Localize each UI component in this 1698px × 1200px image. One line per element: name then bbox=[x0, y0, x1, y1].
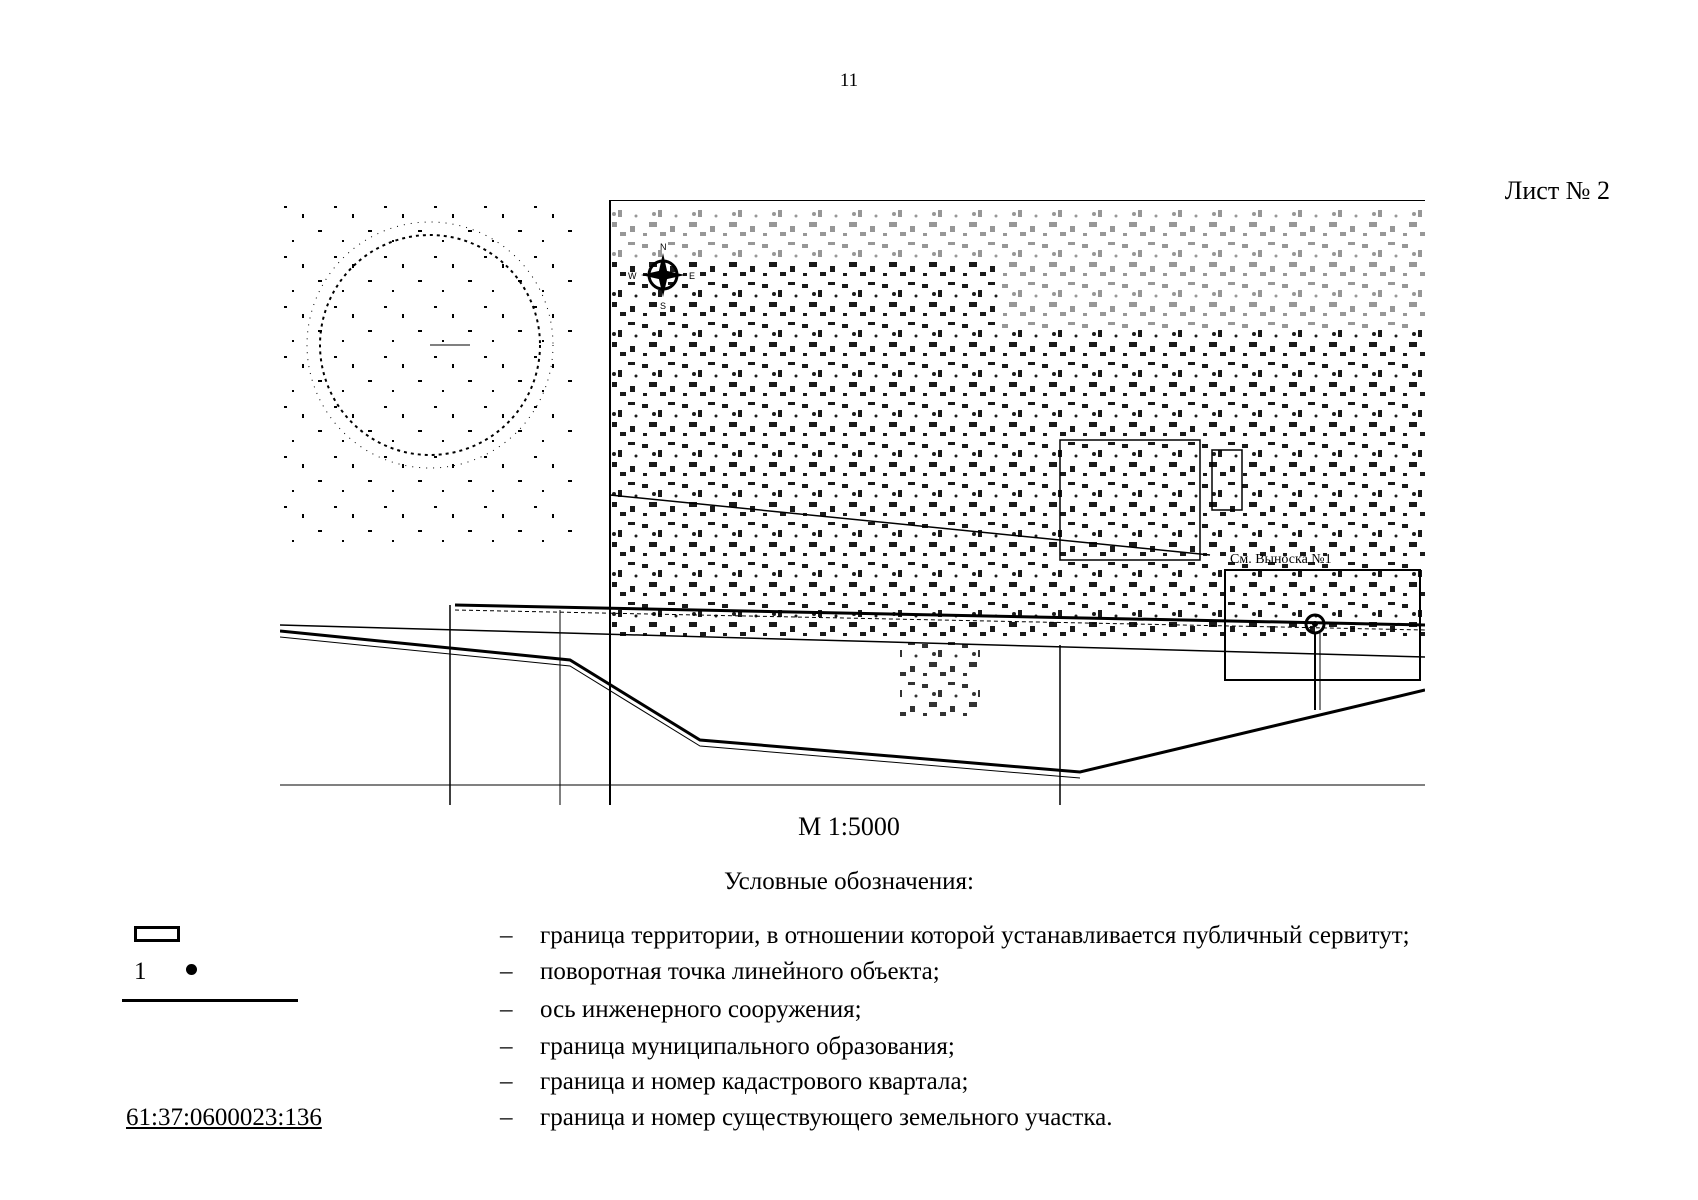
legend-item-text: граница муниципального образования; bbox=[540, 1033, 955, 1060]
legend-item-text: поворотная точка линейного объекта; bbox=[540, 958, 940, 985]
legend-item: –граница и номер существующего земельног… bbox=[500, 1104, 1112, 1138]
legend-item: –граница территории, в отношении которой… bbox=[500, 922, 1410, 956]
compass-s: S bbox=[660, 301, 666, 311]
legend-item-text: граница территории, в отношении которой … bbox=[540, 922, 1410, 949]
compass-e: E bbox=[689, 271, 695, 281]
settlement-area bbox=[609, 200, 1425, 805]
map-scale-label: М 1:5000 bbox=[798, 812, 900, 841]
compass-rose-icon: N S E W bbox=[628, 242, 695, 311]
legend-symbol-point-dot-icon bbox=[186, 964, 197, 975]
legend-symbol-servitude-boundary-icon bbox=[134, 926, 180, 942]
callout-label: См. Выноска №1 bbox=[1230, 552, 1332, 567]
legend-item-text: граница и номер кадастрового квартала; bbox=[540, 1068, 969, 1095]
legend-symbol-parcel-number: 61:37:0600023:136 bbox=[126, 1104, 322, 1131]
legend-item: –граница муниципального образования; bbox=[500, 1033, 955, 1067]
legend-item: –ось инженерного сооружения; bbox=[500, 996, 862, 1030]
legend-item-text: граница и номер существующего земельного… bbox=[540, 1104, 1113, 1131]
road-strip bbox=[280, 603, 1425, 805]
legend-dash: – bbox=[500, 1033, 513, 1060]
legend-item: –поворотная точка линейного объекта; bbox=[500, 958, 940, 992]
legend-dash: – bbox=[500, 1104, 513, 1131]
cadastral-map: N S E W См. Выноска №1 bbox=[280, 200, 1425, 808]
legend-symbol-point-number: 1 bbox=[134, 958, 147, 985]
sheet-label: Лист № 2 bbox=[1504, 176, 1610, 205]
legend-item: –граница и номер кадастрового квартала; bbox=[500, 1068, 969, 1102]
legend-item-text: ось инженерного сооружения; bbox=[540, 996, 862, 1023]
legend-title: Условные обозначения: bbox=[723, 868, 975, 895]
compass-n: N bbox=[660, 242, 667, 252]
legend-dash: – bbox=[500, 922, 513, 949]
servitude-callout: См. Выноска №1 bbox=[1224, 552, 1421, 710]
circular-road-layout bbox=[280, 200, 580, 545]
legend-dash: – bbox=[500, 958, 513, 985]
legend-dash: – bbox=[500, 996, 513, 1023]
legend-symbol-axis-line-icon bbox=[122, 999, 298, 1002]
page-number: 11 bbox=[839, 70, 859, 91]
compass-w: W bbox=[628, 271, 637, 281]
legend-dash: – bbox=[500, 1068, 513, 1095]
map-svg: N S E W См. Выноска №1 bbox=[280, 200, 1425, 805]
